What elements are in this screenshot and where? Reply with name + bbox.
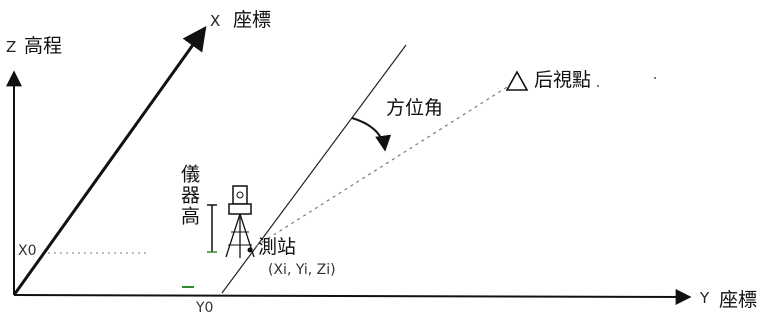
z-axis-label: 高程 [24, 35, 63, 57]
y-axis [13, 288, 692, 305]
y-axis-label: 座標 [719, 289, 758, 311]
x-axis-letter: X [210, 12, 221, 30]
backsight-label: 后視點 [534, 69, 592, 91]
stray-dot [597, 85, 599, 87]
azimuth-arc [351, 117, 392, 152]
station-label: 測站 [258, 236, 297, 258]
sight-line [249, 81, 516, 251]
north-reference-line [221, 44, 407, 294]
y0-label: Y0 [196, 300, 214, 316]
station-coordinates: (Xi, Yi, Zi) [268, 262, 336, 278]
y-axis-letter: Y [700, 289, 710, 307]
z-axis-letter: Z [6, 38, 17, 56]
station-point [247, 247, 253, 253]
total-station-instrument [225, 185, 255, 258]
backsight-triangle [505, 70, 529, 91]
stray-dot [654, 77, 656, 79]
x0-label: X0 [18, 243, 37, 259]
x-axis [12, 26, 207, 296]
x-axis-label: 座標 [233, 9, 272, 31]
instrument-height-label: 儀器高 [178, 164, 200, 227]
azimuth-label: 方位角 [386, 97, 444, 119]
